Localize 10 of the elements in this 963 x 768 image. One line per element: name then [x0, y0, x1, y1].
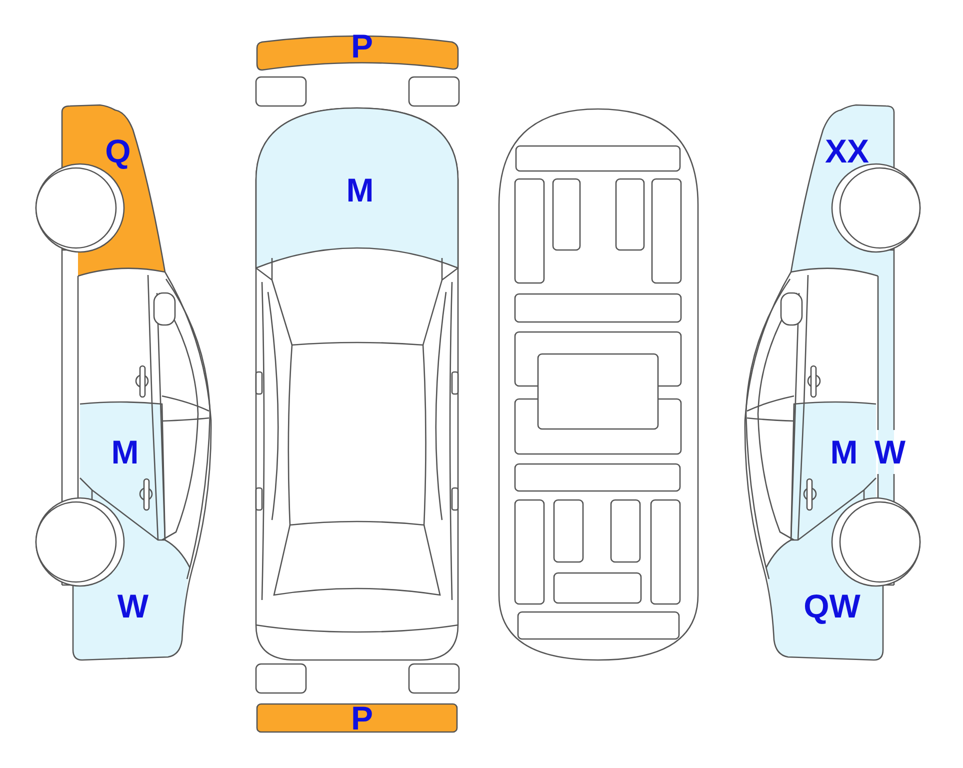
zone-code-label: M — [346, 174, 374, 206]
zone-code-label: P — [351, 702, 373, 734]
zone-code-label: W — [874, 436, 906, 468]
zone-code-label: P — [351, 30, 373, 62]
zone-code-label: XX — [824, 134, 870, 168]
zone-code-label: W — [117, 590, 149, 622]
zone-code-label: M — [111, 436, 139, 468]
zone-code-label: QW — [804, 590, 860, 622]
zone-code-label: M — [830, 436, 858, 468]
zone-code-label: Q — [105, 134, 131, 168]
